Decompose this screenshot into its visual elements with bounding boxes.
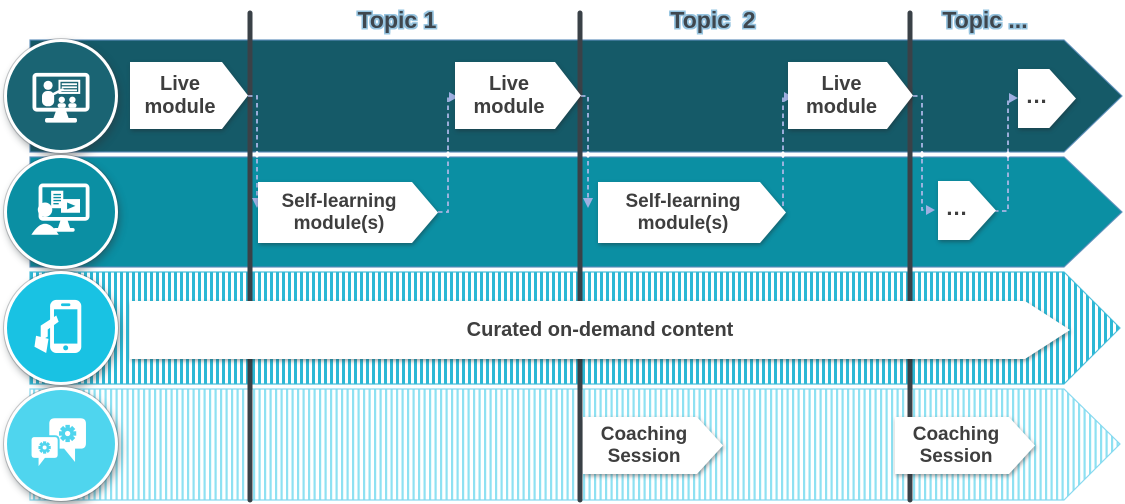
topic-header-2: Topic 2 xyxy=(670,7,756,33)
self-learning-label: Self-learning module(s) xyxy=(281,190,397,234)
virtual-classroom-icon xyxy=(4,39,118,153)
self-learning-arrow-2: Self-learning module(s) xyxy=(598,182,786,243)
ellipsis-label: ... xyxy=(1026,82,1048,108)
curated-on-demand-banner: Curated on-demand content xyxy=(130,301,1070,359)
coaching-session-label: Coaching Session xyxy=(600,423,688,467)
coaching-session-arrow-2: Coaching Session xyxy=(895,417,1035,474)
connector-gap-diamonds xyxy=(253,150,1012,159)
connector-live2-to-selflearning2 xyxy=(581,95,589,198)
live-module-arrow-2: Live module xyxy=(455,62,581,129)
connector-live1-to-selflearning1 xyxy=(248,95,258,198)
topic-header-1: Topic 1 xyxy=(357,7,437,33)
self-learning-label: Self-learning module(s) xyxy=(625,190,741,234)
live-module-label: Live module xyxy=(805,72,878,118)
ellipsis-label: ... xyxy=(946,194,968,220)
live-module-label: Live module xyxy=(473,72,545,118)
live-module-label: Live module xyxy=(144,72,216,118)
live-module-ellipsis-arrow: ... xyxy=(1018,69,1076,128)
live-module-arrow-1: Live module xyxy=(130,62,248,129)
self-learning-arrow-1: Self-learning module(s) xyxy=(258,182,438,243)
coaching-session-arrow-1: Coaching Session xyxy=(583,417,723,474)
coaching-bubbles-icon xyxy=(4,387,118,501)
topic-header-3: Topic ... xyxy=(942,7,1028,33)
coaching-session-label: Coaching Session xyxy=(912,423,1000,467)
self-learning-icon xyxy=(4,155,118,269)
self-learning-ellipsis-arrow: ... xyxy=(938,181,996,240)
mobile-device-icon xyxy=(4,271,118,385)
curated-banner-label: Curated on-demand content xyxy=(130,301,1070,359)
live-module-arrow-3: Live module xyxy=(788,62,913,129)
